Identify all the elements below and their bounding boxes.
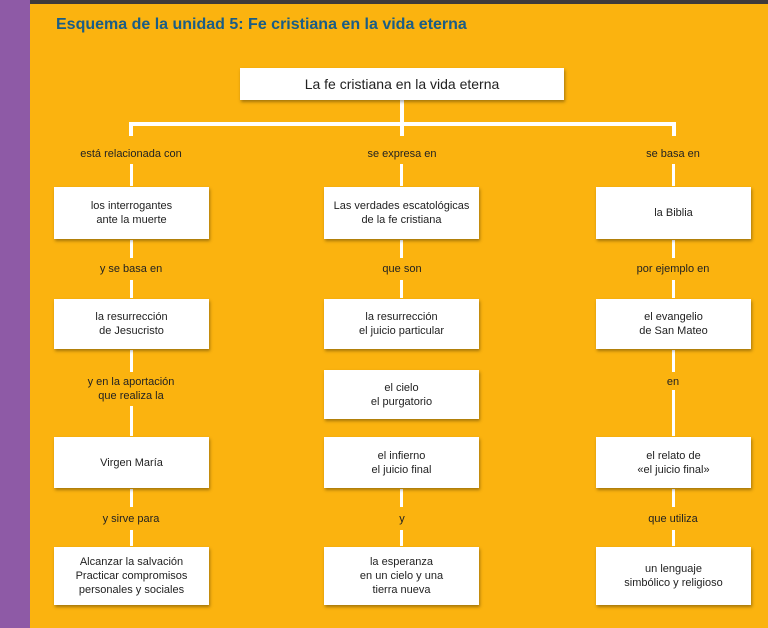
concept-box: el infierno el juicio final [324,437,479,488]
connector-label: y en la aportación que realiza la [87,376,175,402]
connector-line [400,164,403,186]
concept-box: la resurrección el juicio particular [324,299,479,349]
connector-line [129,122,133,136]
connector-line [400,98,404,124]
root-concept-box: La fe cristiana en la vida eterna [240,68,564,100]
relation-label: se basa en [646,148,700,160]
connector-line [130,406,133,436]
concept-box: un lenguaje simbólico y religioso [596,547,751,605]
concept-box: los interrogantes ante la muerte [54,187,209,239]
concept-box: la resurrección de Jesucristo [54,299,209,349]
top-border [30,0,768,4]
connector-line [130,280,133,298]
connector-line [400,489,403,507]
connector-line [672,164,675,186]
connector-label: en [666,376,680,388]
concept-box: Alcanzar la salvación Practicar compromi… [54,547,209,605]
relation-label: está relacionada con [80,148,182,160]
concept-box: Las verdades escatológicas de la fe cris… [324,187,479,239]
connector-line [130,530,133,546]
connector-label: que son [382,263,422,275]
concept-box: Virgen María [54,437,209,488]
connector-line [400,530,403,546]
connector-line [672,489,675,507]
relation-label: se expresa en [367,148,437,160]
connector-line [672,240,675,258]
connector-label: y sirve para [102,513,160,525]
connector-line [672,390,675,436]
connector-line [130,164,133,186]
connector-line [400,240,403,258]
concept-box: la Biblia [596,187,751,239]
concept-box: el relato de «el juicio final» [596,437,751,488]
connector-line [400,280,403,298]
connector-line [672,122,676,136]
connector-label: por ejemplo en [636,263,710,275]
page-title: Esquema de la unidad 5: Fe cristiana en … [56,16,467,33]
concept-box: la esperanza en un cielo y una tierra nu… [324,547,479,605]
connector-line [672,280,675,298]
connector-line [400,122,404,136]
connector-label: que utiliza [648,513,698,525]
connector-line [672,350,675,372]
connector-line [672,530,675,546]
connector-line [130,489,133,507]
side-color-band [0,0,30,628]
connector-line [130,240,133,258]
concept-box: el cielo el purgatorio [324,370,479,419]
connector-line [130,350,133,372]
connector-label: y [399,513,405,525]
connector-label: y se basa en [99,263,163,275]
concept-box: el evangelio de San Mateo [596,299,751,349]
